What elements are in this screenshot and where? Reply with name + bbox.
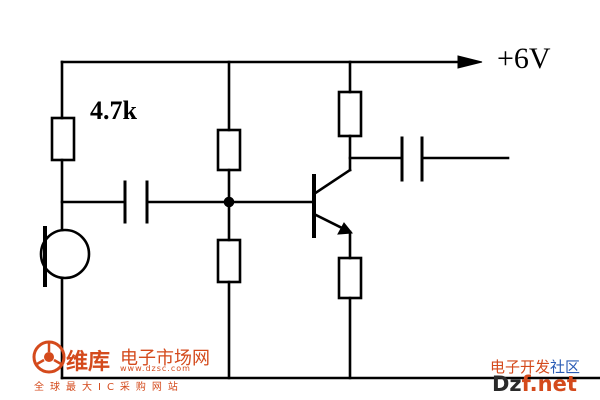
watermark-tagline: 电子市场网 (120, 348, 210, 369)
watermark-site-accent: f.net (521, 372, 577, 396)
watermark-brand: 维库 (66, 350, 111, 375)
supply-arrow-icon (457, 55, 483, 69)
transistor-collector-lead (312, 168, 352, 196)
watermark-slogan: 全球最大IC采购网站 (34, 382, 184, 393)
resistor-4k7 (50, 116, 76, 162)
transistor-emitter-lead (312, 212, 348, 232)
watermark-community: 电子开发社区 (490, 356, 580, 377)
collector-resistor (337, 90, 363, 138)
resistor-value-label: 4.7k (90, 96, 137, 125)
watermark-site: Dzf.net (492, 372, 577, 396)
dzsc-logo-icon (32, 340, 66, 374)
emitter-arrow-icon (337, 222, 353, 235)
bias-resistor-upper (216, 128, 242, 172)
watermark-community-main: 电子开发 (490, 358, 551, 376)
watermark-site-main: Dz (492, 372, 522, 396)
base-junction-dot (223, 196, 235, 208)
supply-voltage-label: +6V (497, 42, 551, 75)
emitter-resistor (337, 256, 363, 300)
watermark-community-accent: 社区 (550, 358, 581, 376)
microphone-icon (39, 228, 91, 280)
watermark-url: www.dzsc.com (120, 364, 191, 373)
bias-resistor-lower (216, 238, 242, 284)
